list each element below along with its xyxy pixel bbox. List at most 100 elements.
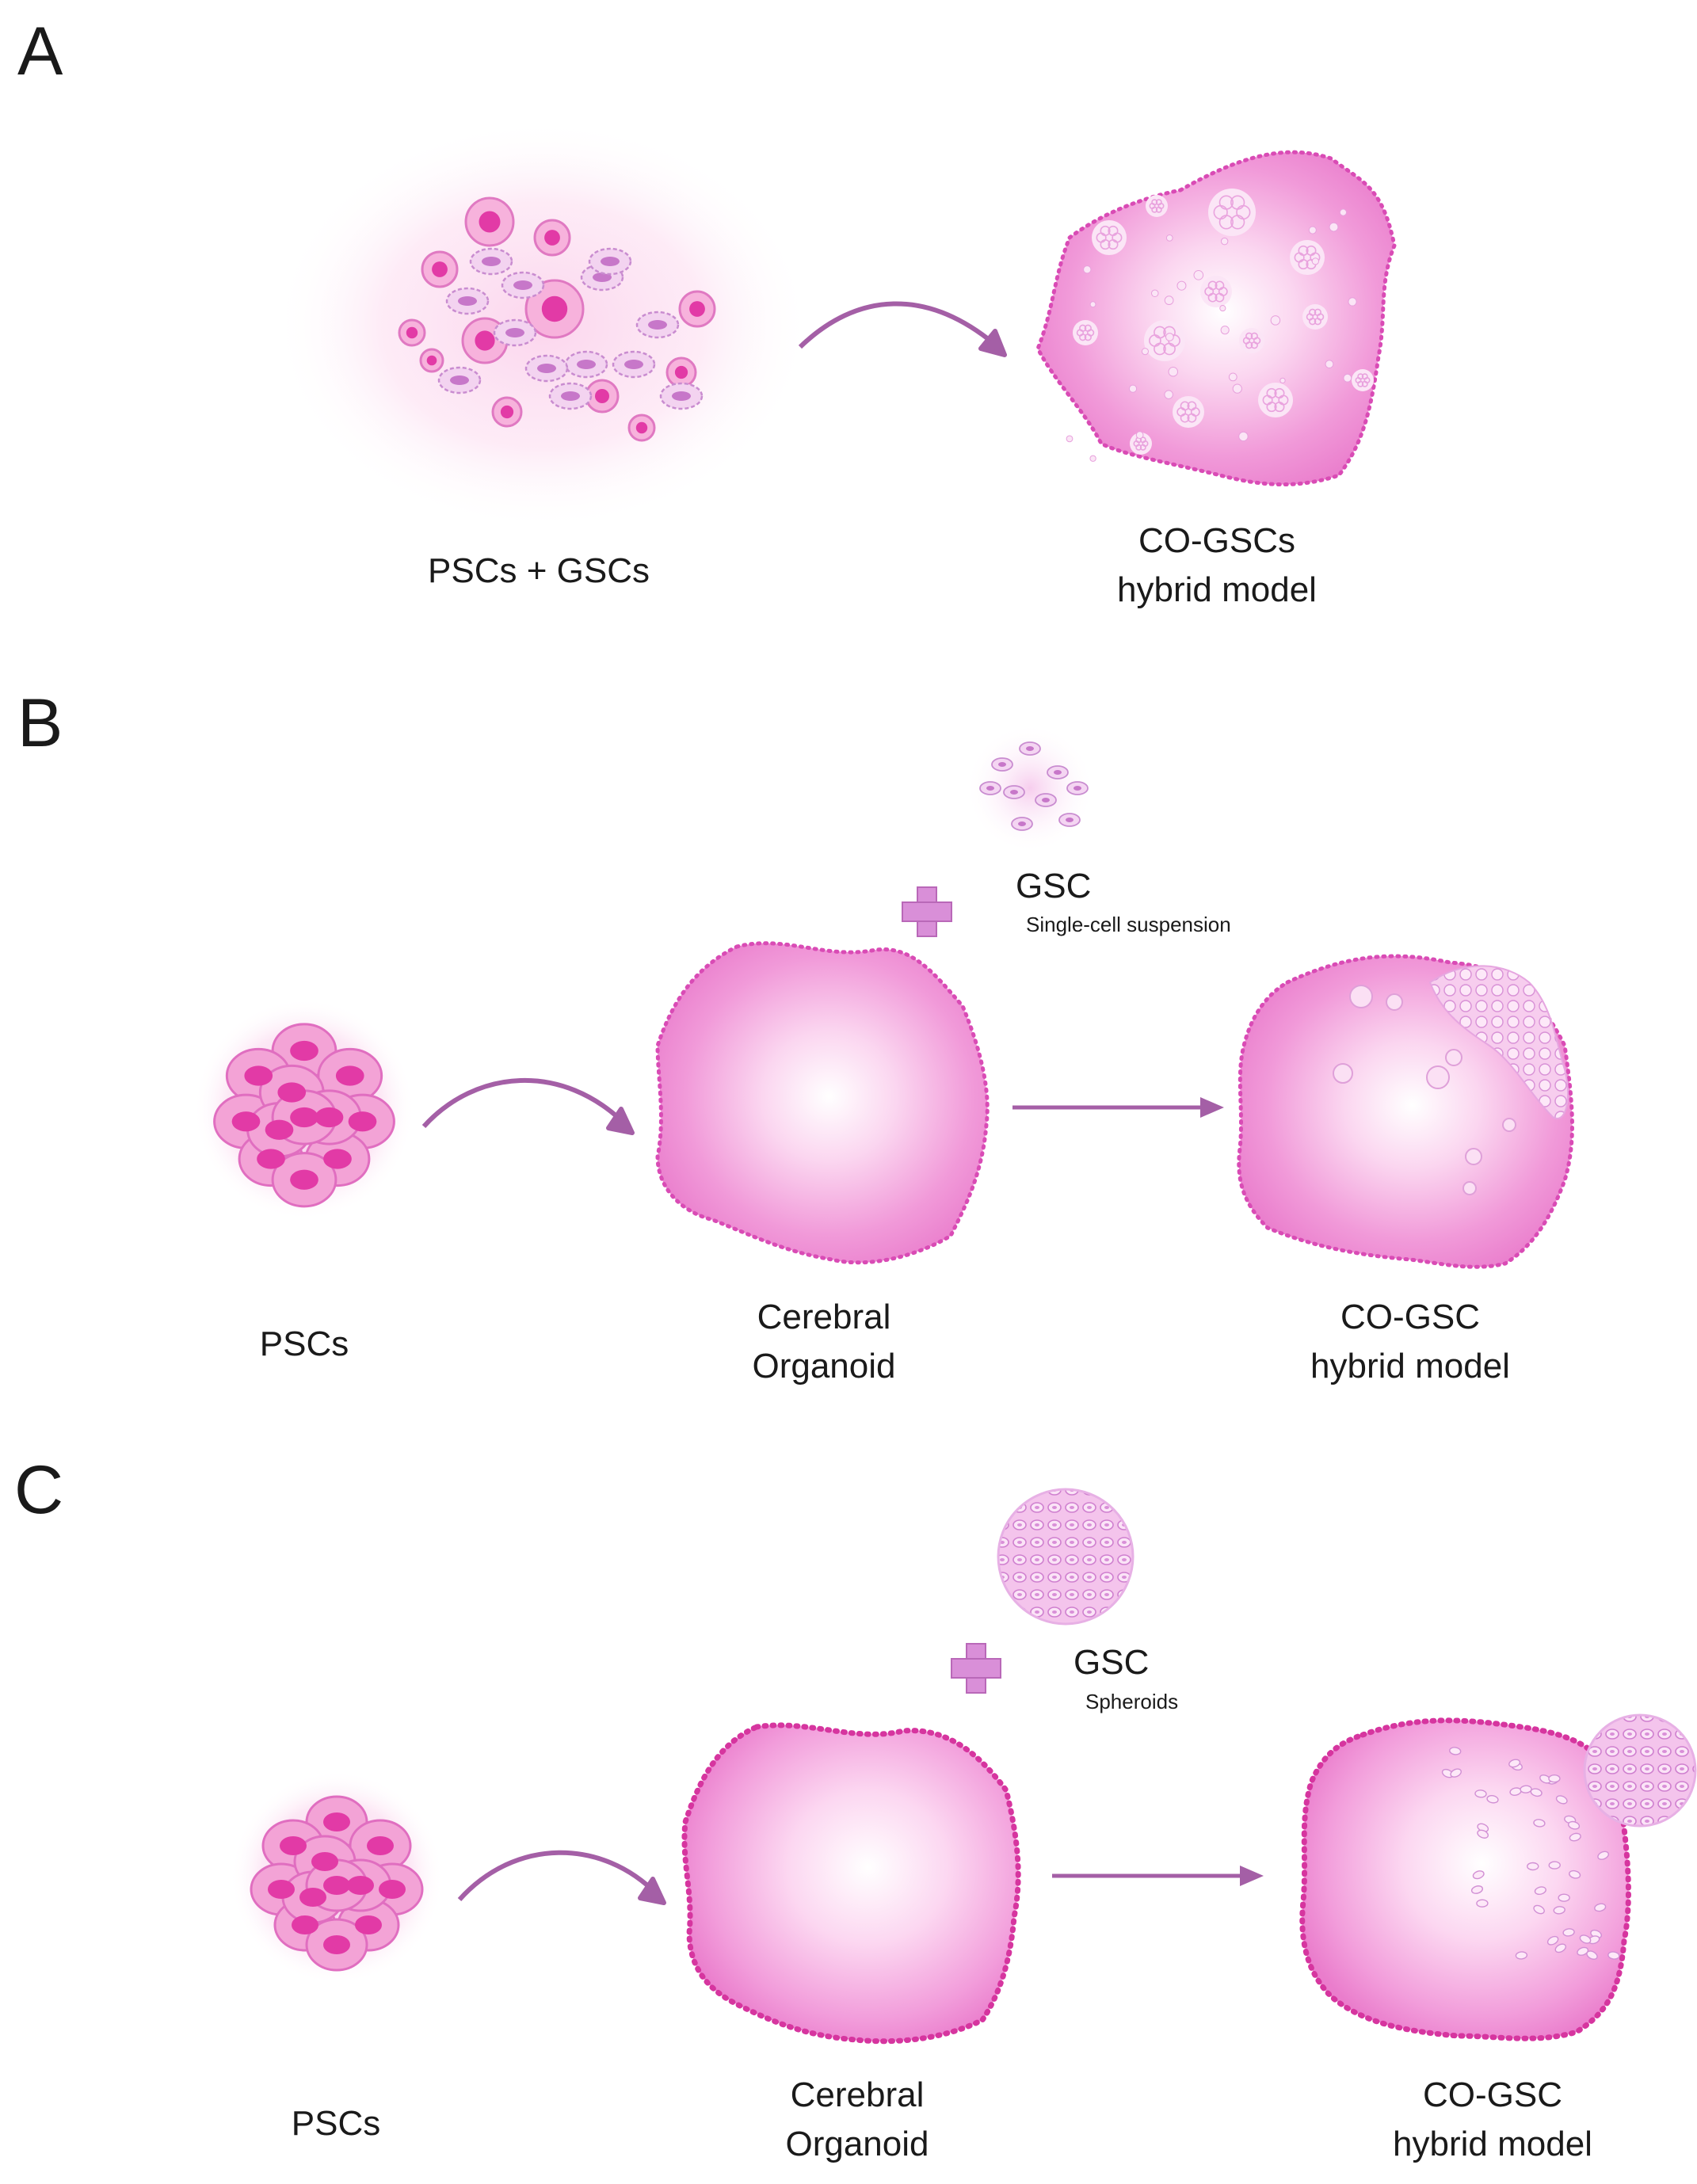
arrow-a (798, 301, 1001, 351)
gsc-cluster (1073, 320, 1098, 345)
gsc-invading-cell (1508, 1759, 1521, 1768)
gsc-invading-cell (1597, 1850, 1610, 1860)
gsc-dot (1141, 348, 1149, 356)
gsc-dot (1089, 301, 1096, 308)
psc-nucleus (355, 1915, 382, 1934)
gsc-cluster-cell (1314, 318, 1321, 326)
gsc-dot (1168, 366, 1179, 377)
gsc-cluster-cell (1230, 195, 1245, 210)
gsc-dot (1238, 431, 1249, 442)
gsc-cluster-cell (1361, 373, 1368, 380)
gsc-dot (1164, 390, 1173, 399)
gsc-dot (1220, 326, 1230, 335)
gsc-cluster-cell (1187, 413, 1197, 423)
psc-nucleus (244, 1065, 273, 1086)
gsc-invading-cell (1533, 1819, 1546, 1828)
gsc-cluster (1208, 189, 1256, 236)
gsc-cluster-b (1465, 1148, 1482, 1165)
panel-b-group (193, 723, 1574, 1269)
psc-nucleus (406, 326, 418, 339)
panel-letter-c: C (14, 1452, 64, 1528)
gsc-cluster-cell (1100, 225, 1111, 236)
gsc-invading-cell (1546, 1935, 1559, 1946)
gsc-single-nucleus (1010, 790, 1018, 795)
label-hybrid-c-line1: CO-GSC (1423, 2075, 1562, 2114)
gsc-cluster-cell (1163, 342, 1176, 356)
plus-sign-c (951, 1643, 1001, 1694)
gsc-cluster-b (1445, 1049, 1462, 1066)
gsc-dot (1343, 373, 1352, 383)
gsc-invading-cell (1449, 1747, 1462, 1755)
label-hybrid-b-line2: hybrid model (1310, 1347, 1510, 1385)
psc-nucleus (432, 261, 448, 277)
arrow-b2-head (1200, 1097, 1224, 1118)
gsc-cluster-cell (1108, 225, 1119, 236)
psc-nucleus (323, 1876, 350, 1895)
gsc-cluster-b (1462, 1181, 1477, 1195)
psc-nucleus (479, 211, 501, 233)
gsc-cluster-cell (1180, 401, 1190, 411)
gsc-single-cells (979, 741, 1089, 831)
label-gsc-b-sub: Single-cell suspension (1026, 913, 1231, 936)
gsc-dot (1193, 269, 1204, 280)
gsc-invading-cell (1470, 1885, 1484, 1894)
gsc-dot (1325, 360, 1334, 368)
hybrid-organoid-c (1299, 1717, 1631, 2041)
gsc-invading-cell (1477, 1829, 1489, 1839)
label-hybrid-c-line2: hybrid model (1393, 2125, 1592, 2163)
label-psc-c: PSCs (291, 2104, 381, 2143)
psc-nucleus (290, 1169, 318, 1190)
gsc-invading-cell (1548, 1861, 1561, 1870)
gsc-nucleus (624, 360, 643, 369)
gsc-invading-cell (1594, 1903, 1607, 1912)
gsc-cluster-cell (1250, 341, 1258, 349)
label-psc-b: PSCs (259, 1325, 349, 1363)
gsc-dot (1165, 234, 1173, 242)
gsc-cluster-cell (1215, 292, 1225, 303)
psc-nucleus (335, 1065, 364, 1086)
psc-nucleus (541, 295, 568, 322)
gsc-cluster-cell (1250, 332, 1258, 340)
gsc-spheroid (997, 1488, 1135, 1626)
psc-nucleus (290, 1107, 318, 1128)
gsc-cluster (1146, 195, 1168, 217)
arrow-b1-head (606, 1107, 635, 1135)
gsc-cluster-cell (1245, 332, 1253, 340)
gsc-invading-cell (1476, 1899, 1489, 1908)
panel-letter-a: A (17, 13, 63, 90)
gsc-cluster-b (1426, 1065, 1450, 1089)
gsc-dot (1270, 315, 1281, 326)
gsc-nucleus (593, 273, 612, 282)
gsc-cluster-cell (1084, 334, 1092, 341)
gsc-invading-cell (1533, 1904, 1545, 1915)
gsc-single-nucleus (1066, 818, 1073, 822)
psc-nucleus (268, 1880, 295, 1899)
psc-nucleus (379, 1880, 406, 1899)
panel-a-group (273, 119, 1397, 531)
gsc-cluster-cell (1215, 280, 1225, 291)
psc-nucleus (280, 1836, 307, 1855)
psc-nucleus (347, 1876, 374, 1895)
gsc-spheroid-attached (1583, 1713, 1697, 1828)
gsc-nucleus (561, 391, 580, 401)
gsc-invading-cell (1534, 1886, 1546, 1896)
label-organoid-b-line1: Cerebral (757, 1298, 891, 1336)
gsc-nucleus (513, 280, 532, 290)
psc-nucleus (257, 1149, 285, 1169)
gsc-invading-cell (1568, 1820, 1581, 1830)
gsc-nucleus (505, 328, 524, 337)
gsc-cluster (1130, 433, 1152, 455)
gsc-single-nucleus (1026, 746, 1034, 751)
label-organoid-b-line2: Organoid (752, 1347, 896, 1385)
label-psc-gsc: PSCs + GSCs (428, 551, 650, 590)
gsc-cluster (1144, 320, 1185, 361)
gsc-cluster-cell (1274, 387, 1285, 398)
gsc-cluster-b (1386, 993, 1403, 1011)
gsc-dot (1329, 222, 1339, 232)
psc-nucleus (323, 1935, 350, 1954)
gsc-dot (1220, 237, 1229, 246)
psc-nucleus (544, 230, 560, 246)
gsc-cluster (1239, 328, 1264, 353)
psc-nucleus (311, 1852, 338, 1871)
hybrid-organoid-a (1035, 150, 1397, 486)
